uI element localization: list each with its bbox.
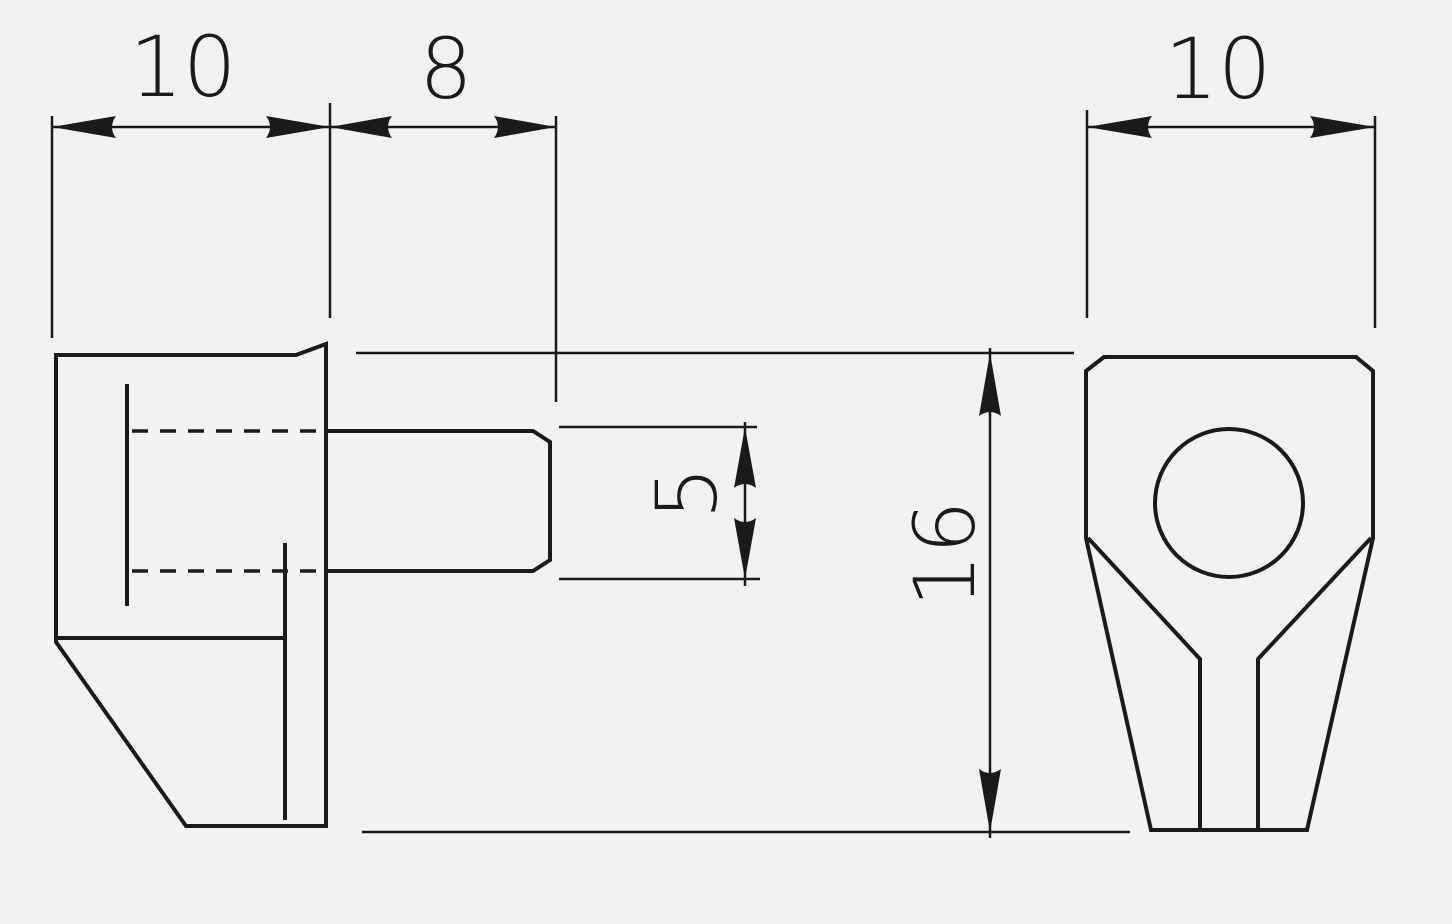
front-view-outline xyxy=(1084,355,1375,832)
dimension-pin-diameter: 5 xyxy=(638,422,756,586)
dimension-left-width: 10 xyxy=(52,18,330,138)
dimension-pin-length: 8 xyxy=(330,20,556,138)
front-view-slot-left xyxy=(1086,536,1202,830)
extension-lines xyxy=(50,103,1377,834)
dimension-label-pin-length: 8 xyxy=(419,20,472,118)
front-view-hole xyxy=(1153,427,1305,579)
dimension-height: 16 xyxy=(896,348,1001,838)
dimension-label-height: 16 xyxy=(896,501,994,608)
dimension-label-pin-diameter: 5 xyxy=(638,466,736,519)
side-view-pin-outline xyxy=(326,429,552,573)
front-view xyxy=(1084,355,1375,832)
dimension-label-right-width: 10 xyxy=(1165,20,1272,118)
dimension-right-width: 10 xyxy=(1087,20,1375,138)
side-view xyxy=(54,341,552,828)
front-view-slot-right xyxy=(1256,536,1373,830)
side-view-body-outline xyxy=(54,341,328,828)
dimension-label-left-width: 10 xyxy=(130,18,237,116)
